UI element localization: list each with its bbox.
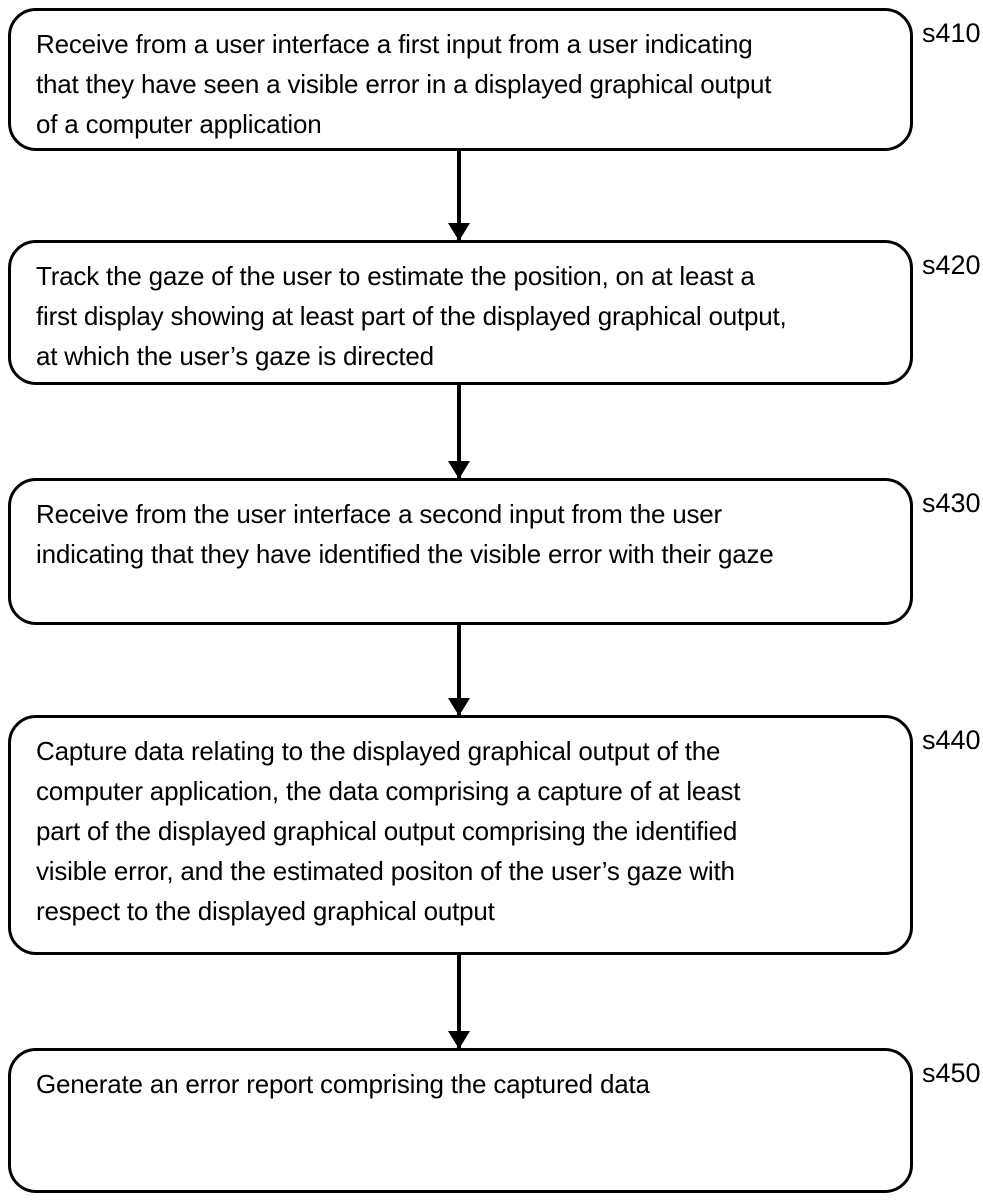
arrow-down: [447, 625, 471, 716]
step-text: Receive from a user interface a first in…: [36, 29, 772, 139]
step-box-s430: Receive from the user interface a second…: [8, 478, 913, 625]
step-label: s430: [922, 488, 981, 518]
step-label: s410: [922, 18, 981, 48]
arrow-head-icon: [448, 1031, 470, 1049]
step-text: Track the gaze of the user to estimate t…: [36, 261, 787, 371]
step-label: s420: [922, 250, 981, 280]
step-box-s440: Capture data relating to the displayed g…: [8, 715, 913, 955]
step-box-s420: Track the gaze of the user to estimate t…: [8, 240, 913, 385]
step-box-s450: Generate an error report comprising the …: [8, 1048, 913, 1193]
step-box-s410: Receive from a user interface a first in…: [8, 8, 913, 151]
arrow-line: [457, 385, 461, 478]
arrow-line: [457, 151, 461, 240]
step-label: s440: [922, 725, 981, 755]
step-text: Generate an error report comprising the …: [36, 1069, 650, 1099]
arrow-head-icon: [448, 698, 470, 716]
arrow-line: [457, 955, 461, 1048]
arrow-down: [447, 151, 471, 241]
arrow-head-icon: [448, 461, 470, 479]
arrow-down: [447, 385, 471, 479]
arrow-head-icon: [448, 223, 470, 241]
step-text: Capture data relating to the displayed g…: [36, 736, 741, 926]
arrow-line: [457, 625, 461, 715]
arrow-down: [447, 955, 471, 1049]
step-text: Receive from the user interface a second…: [36, 499, 774, 569]
step-label: s450: [922, 1058, 981, 1088]
